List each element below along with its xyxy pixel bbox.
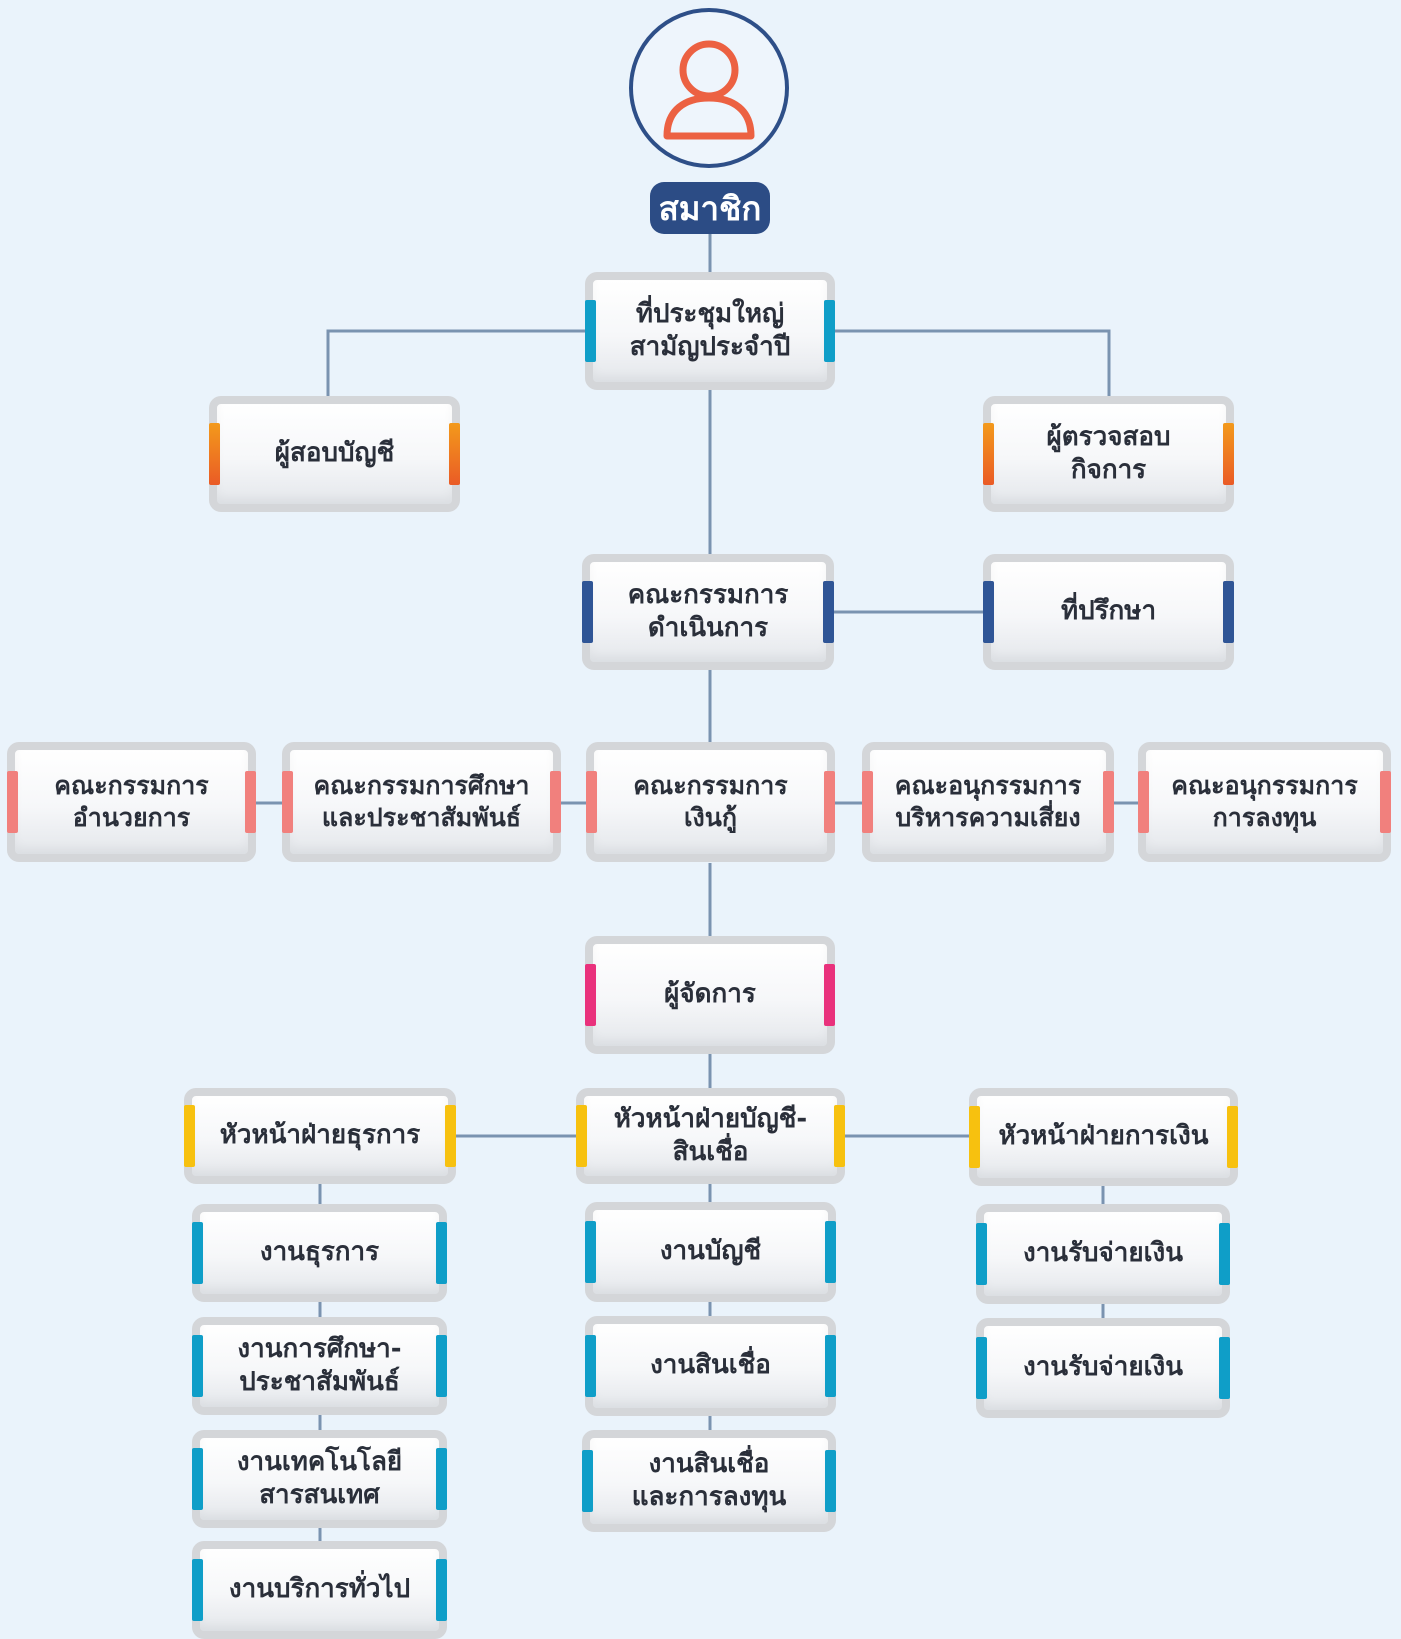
committee-box-executive: คณะกรรมการ อำนวยการ <box>7 742 256 862</box>
unit-box: งานบริการทั่วไป <box>192 1541 447 1639</box>
division-head-admin: หัวหน้าฝ่ายธุรการ <box>184 1088 456 1184</box>
committee-box-investment: คณะอนุกรรมการ การลงทุน <box>1138 742 1391 862</box>
unit-box: งานเทคโนโลยี สารสนเทศ <box>192 1430 447 1528</box>
member-label: สมาชิก <box>650 182 770 234</box>
member-avatar-circle <box>629 8 789 168</box>
board-box: คณะกรรมการ ดำเนินการ <box>582 554 834 670</box>
unit-box: งานธุรการ <box>192 1204 447 1302</box>
unit-box: งานสินเชื่อ <box>585 1316 836 1416</box>
advisor-box: ที่ปรึกษา <box>983 554 1234 670</box>
committee-box-risk: คณะอนุกรรมการ บริหารความเสี่ยง <box>862 742 1114 862</box>
unit-box: งานการศึกษา- ประชาสัมพันธ์ <box>192 1317 447 1415</box>
division-head-accounting-credit: หัวหน้าฝ่ายบัญชี- สินเชื่อ <box>576 1088 845 1184</box>
committee-box-loan: คณะกรรมการ เงินกู้ <box>586 742 835 862</box>
unit-box: งานรับจ่ายเงิน <box>976 1204 1230 1304</box>
unit-box: งานสินเชื่อ และการลงทุน <box>582 1430 836 1532</box>
unit-box: งานรับจ่ายเงิน <box>976 1318 1230 1418</box>
general-meeting-box: ที่ประชุมใหญ่ สามัญประจำปี <box>585 272 835 390</box>
auditor-box: ผู้สอบบัญชี <box>209 396 460 512</box>
manager-box: ผู้จัดการ <box>585 936 835 1054</box>
committee-box-education-pr: คณะกรรมการศึกษา และประชาสัมพันธ์ <box>282 742 561 862</box>
division-head-finance: หัวหน้าฝ่ายการเงิน <box>969 1088 1238 1186</box>
unit-box: งานบัญชี <box>585 1202 836 1302</box>
business-inspector-box: ผู้ตรวจสอบ กิจการ <box>983 396 1234 512</box>
person-icon <box>663 40 755 140</box>
